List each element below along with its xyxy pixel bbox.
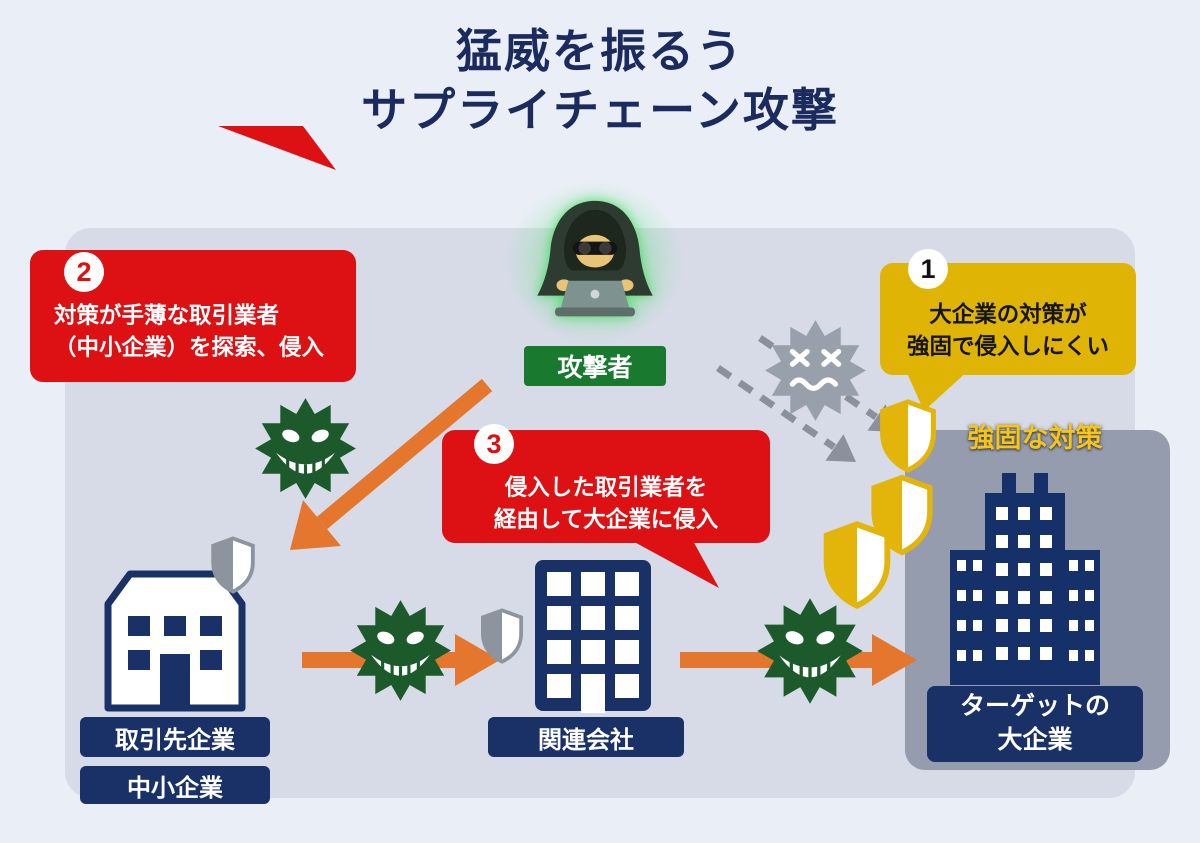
page-title-line2: サプライチェーン攻撃 (361, 83, 839, 136)
sme-label: 中小企業 (80, 766, 270, 804)
callout-2-line2: （中小企業）を探索、侵入 (54, 334, 325, 360)
strong-shield-icon-1 (880, 399, 936, 473)
weak-shield-icon-partner (211, 536, 255, 594)
affiliate-company-label: 関連会社 (488, 717, 684, 757)
weak-shield-icon-affiliate (481, 608, 523, 664)
target-company-label: ターゲットの 大企業 (927, 686, 1143, 762)
page-title: 猛威を振るう サプライチェーン攻撃 (0, 22, 1200, 140)
strong-defense-caption: 強固な対策 (967, 423, 1103, 453)
partner-company-label: 取引先企業 (80, 717, 270, 757)
strong-shield-icon-3 (823, 521, 891, 609)
callout-2-line1: 対策が手薄な取引業者 (54, 303, 280, 328)
target-company-label-line2: 大企業 (997, 726, 1073, 754)
page-title-line1: 猛威を振るう (456, 25, 744, 77)
arrow-head-mid (455, 634, 500, 686)
hacker-icon (537, 200, 653, 317)
arrow-head-right (872, 634, 917, 686)
target-skyscraper-icon (950, 473, 1100, 685)
affiliate-building-icon (535, 560, 651, 713)
attacker-label: 攻撃者 (524, 346, 666, 386)
callout-1-line1: 大企業の対策が (929, 302, 1087, 327)
callout-3-number: 3 (474, 424, 514, 464)
callout-1-line2: 強固で侵入しにくい (906, 333, 1110, 359)
malware-virus-icon-3 (757, 598, 863, 704)
blocked-virus-icon (765, 320, 866, 421)
malware-virus-icon-1 (255, 398, 356, 499)
malware-virus-icon-2 (350, 600, 451, 701)
callout-1: 1 大企業の対策が 強固で侵入しにくい (880, 249, 1136, 375)
callout-3-line2: 経由して大企業に侵入 (493, 506, 719, 532)
partner-building-icon (104, 570, 246, 712)
dashed-arrow-head-2 (825, 434, 856, 462)
callout-2: 2 対策が手薄な取引業者 （中小企業）を探索、侵入 (30, 250, 356, 382)
arrow-head-diagonal (290, 500, 341, 550)
callout-2-number: 2 (64, 252, 104, 292)
callout-3: 3 侵入した取引業者を 経由して大企業に侵入 (442, 424, 770, 543)
target-company-label-line1: ターゲットの (959, 692, 1110, 721)
callout-1-number: 1 (908, 249, 948, 289)
callout-3-line1: 侵入した取引業者を (504, 475, 708, 500)
